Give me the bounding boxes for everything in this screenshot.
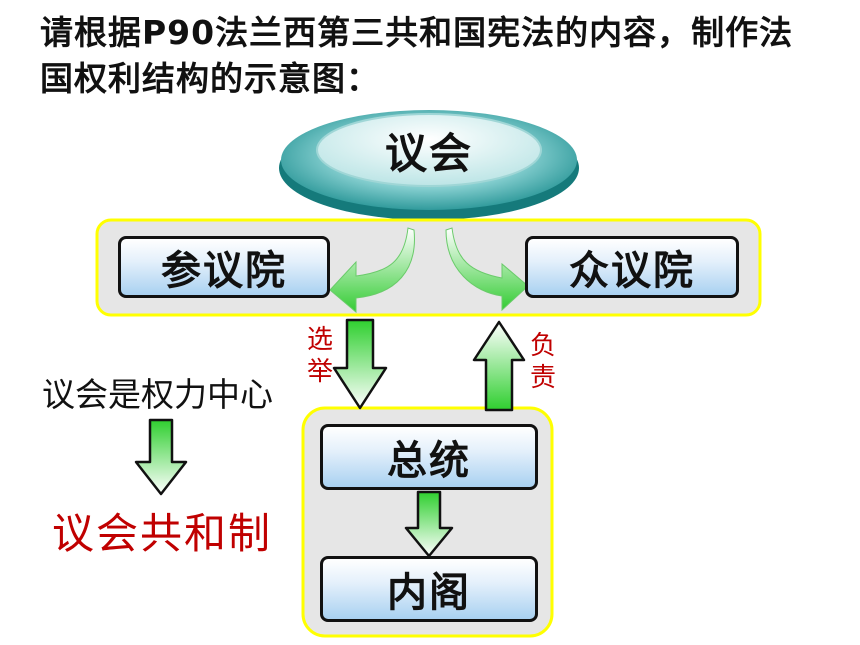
responsible-label: 负责 bbox=[529, 331, 556, 393]
responsible-arrow bbox=[472, 320, 526, 412]
chamber-box: 众议院 bbox=[525, 236, 739, 298]
senate-box: 参议院 bbox=[118, 236, 330, 298]
parliament-label: 议会 bbox=[384, 128, 473, 178]
cabinet-box: 内阁 bbox=[320, 556, 538, 622]
conclusion-text: 议会共和制 bbox=[52, 509, 273, 558]
curve-arrow-left bbox=[329, 227, 415, 314]
page-title: 请根据P90法兰西第三共和国宪法的内容，制作法国权利结构的示意图： bbox=[40, 13, 794, 98]
elect-label: 选举 bbox=[306, 325, 333, 387]
president-cabinet-arrow bbox=[404, 490, 454, 558]
president-box: 总统 bbox=[320, 424, 538, 490]
center-note: 议会是权力中心 bbox=[42, 375, 273, 414]
elect-arrow bbox=[332, 318, 388, 410]
parliament-node bbox=[279, 110, 579, 220]
conclusion-arrow bbox=[134, 418, 188, 496]
